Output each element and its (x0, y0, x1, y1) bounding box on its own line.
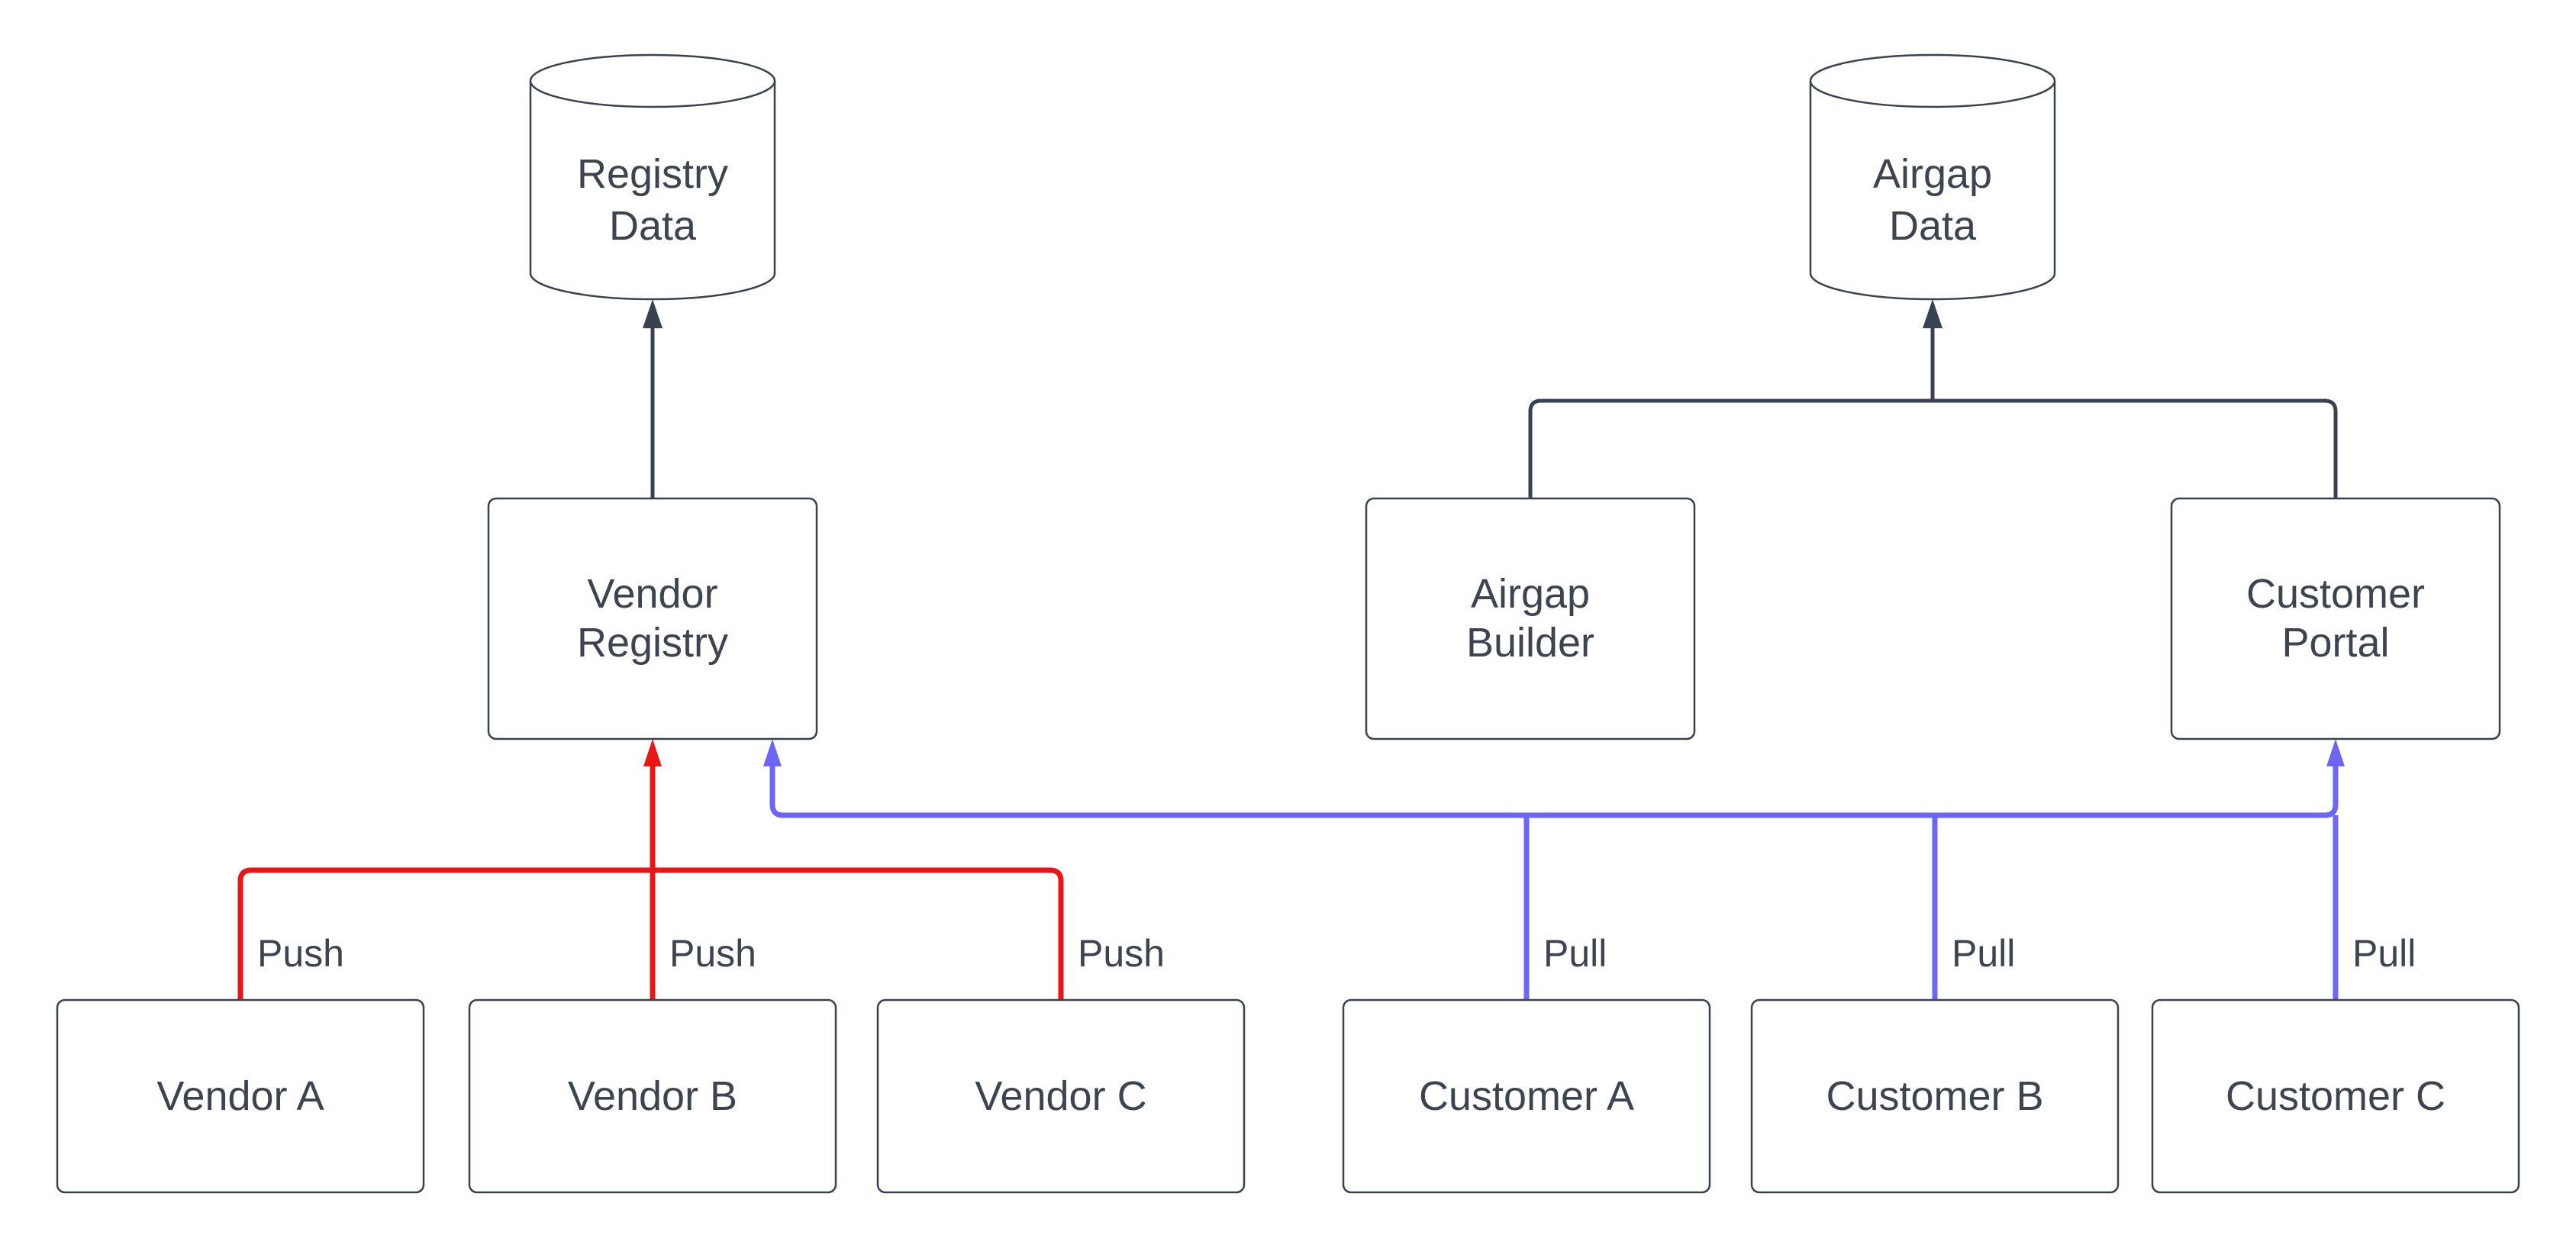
push-arrowhead (643, 739, 662, 766)
edge-vendor-a-push (237, 867, 653, 1000)
node-label-line2: Data (609, 203, 697, 249)
edges-pull (763, 739, 2345, 1000)
edge-label-pull-2: Pull (1952, 932, 2015, 975)
edge-pull-trunk (769, 765, 2339, 818)
node-vendor-b: Vendor B (468, 998, 837, 1194)
edge-builder-portal-to-airgap-data (1528, 299, 2338, 498)
node-customer-b: Customer B (1750, 998, 2120, 1194)
node-label-line2: Builder (1466, 620, 1594, 666)
process-box (1750, 998, 2120, 1194)
process-box (2170, 497, 2501, 740)
node-label-line1: Vendor (587, 571, 717, 617)
node-label: Vendor A (156, 1073, 324, 1119)
process-box (1365, 497, 1696, 740)
edge-label-pull-1: Pull (1543, 932, 1607, 975)
node-label-line2: Portal (2281, 620, 2389, 666)
node-vendor-c: Vendor C (876, 998, 1246, 1194)
node-registry-data: Registry Data (529, 53, 776, 301)
node-customer-portal: Customer Portal (2170, 497, 2501, 740)
node-label-line1: Airgap (1873, 151, 1992, 197)
process-box (876, 998, 1246, 1194)
cylinder-top (1809, 53, 2056, 108)
cylinder-body (1809, 81, 2056, 301)
edge-label-push-3: Push (1078, 932, 1165, 975)
node-label: Vendor B (568, 1073, 737, 1119)
node-vendor-registry: Vendor Registry (487, 497, 818, 740)
node-customer-a: Customer A (1342, 998, 1711, 1194)
node-label-line1: Customer (2246, 571, 2425, 617)
edge-vendor-c-push (653, 867, 1064, 1000)
process-box (56, 998, 425, 1194)
node-vendor-a: Vendor A (56, 998, 425, 1194)
node-label-line1: Airgap (1471, 571, 1590, 617)
edge-vendor-registry-to-registry-data (643, 299, 663, 498)
process-box (1342, 998, 1711, 1194)
node-customer-c: Customer C (2151, 998, 2520, 1194)
edge-line (1528, 398, 2338, 498)
edge-label-push-1: Push (257, 932, 344, 975)
edge-label-push-2: Push (669, 932, 756, 975)
node-label: Customer C (2226, 1073, 2445, 1119)
process-box (487, 497, 818, 740)
node-airgap-builder: Airgap Builder (1365, 497, 1696, 740)
cylinder-body (529, 81, 776, 301)
process-box (2151, 998, 2520, 1194)
pull-arrowhead-customer-portal (2326, 739, 2345, 766)
node-label-line1: Registry (577, 151, 728, 197)
flow-arrowhead (643, 299, 663, 328)
node-label-line2: Registry (577, 620, 728, 666)
cylinder-top (529, 53, 776, 108)
node-airgap-data: Airgap Data (1809, 53, 2056, 301)
pull-arrowhead-vendor-registry (763, 739, 782, 766)
node-label: Vendor C (975, 1073, 1146, 1119)
process-box (468, 998, 837, 1194)
node-label-line2: Data (1889, 203, 1977, 249)
node-label: Customer B (1826, 1073, 2043, 1119)
flow-arrowhead (1923, 299, 1942, 328)
node-label: Customer A (1419, 1073, 1634, 1119)
edges-push (237, 739, 1064, 1000)
edge-label-pull-3: Pull (2352, 932, 2416, 975)
